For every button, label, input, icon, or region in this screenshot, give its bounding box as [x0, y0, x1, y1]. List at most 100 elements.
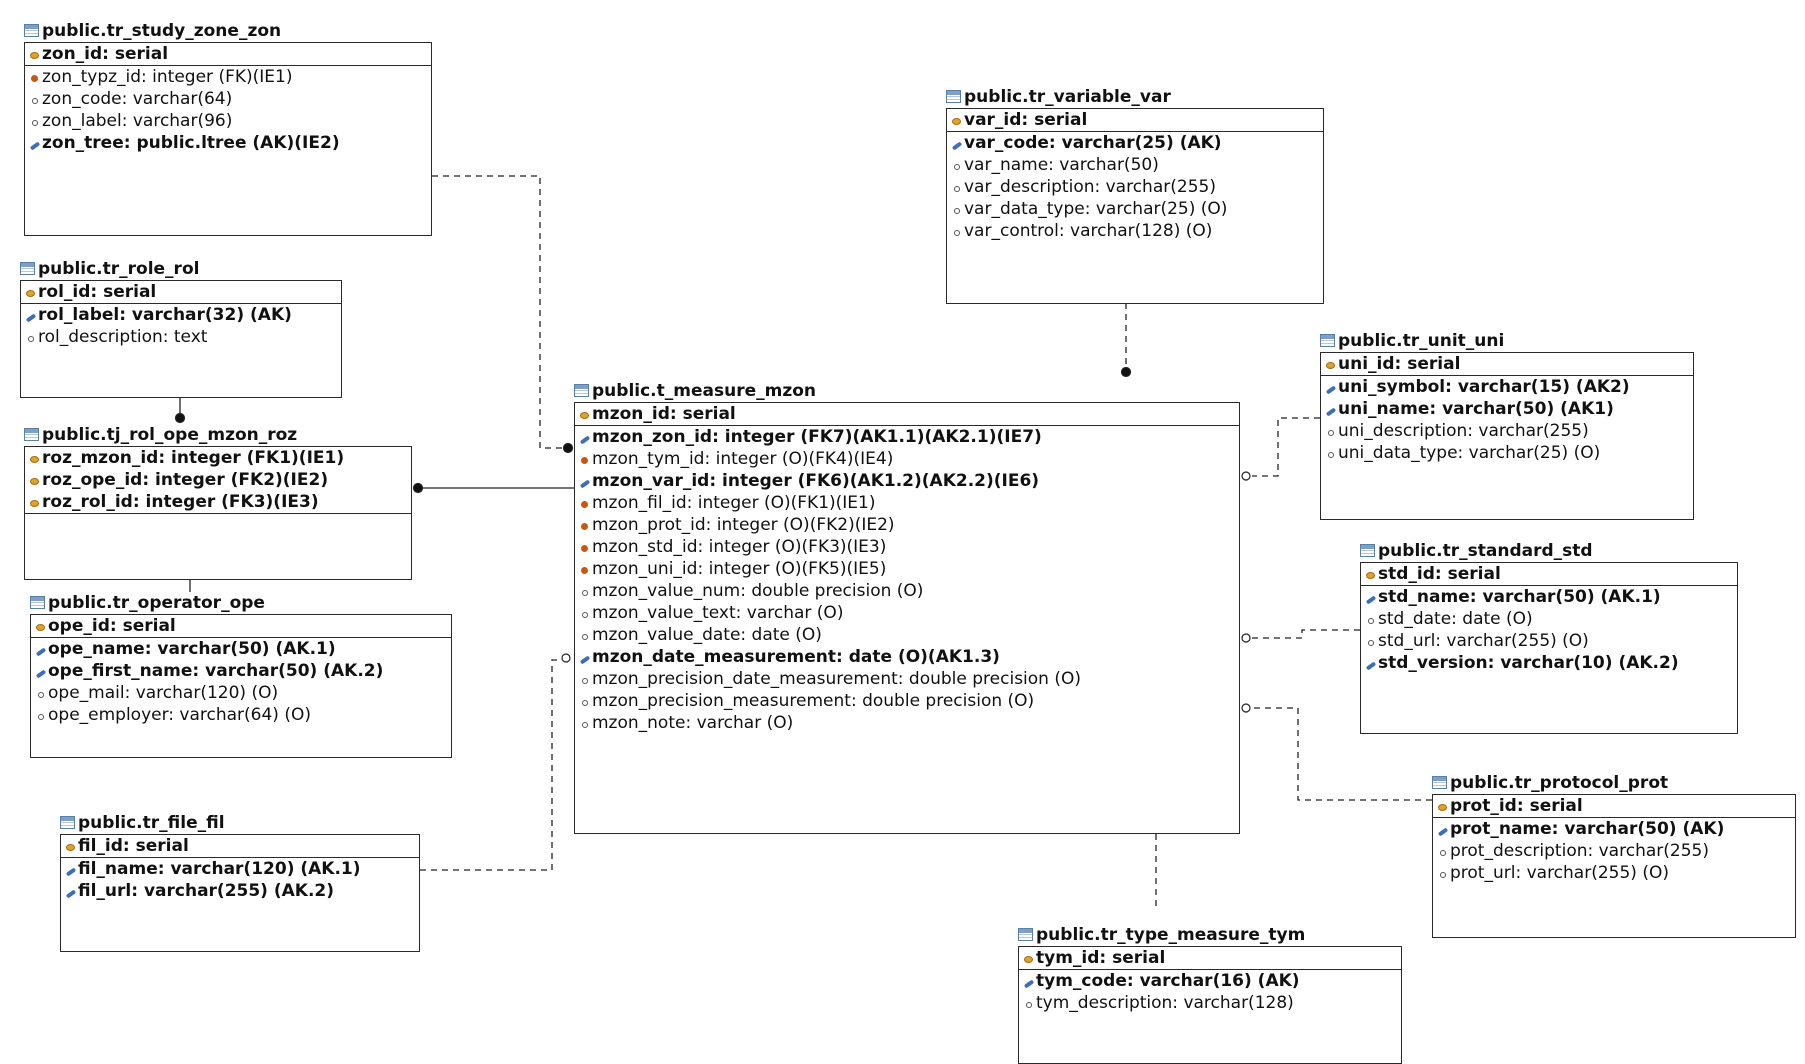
- column-row: rol_label: varchar(32) (AK): [21, 304, 341, 326]
- column-text: uni_data_type: varchar(25) (O): [1338, 443, 1601, 463]
- entity-title: public.tr_file_fil: [60, 812, 225, 834]
- column-text: ope_employer: varchar(64) (O): [48, 705, 311, 725]
- entity-title: public.tr_standard_std: [1360, 540, 1593, 562]
- column-text: roz_rol_id: integer (FK3)(IE3): [42, 492, 319, 512]
- column-text: prot_name: varchar(50) (AK): [1450, 819, 1725, 839]
- column-text: uni_name: varchar(50) (AK1): [1338, 399, 1614, 419]
- primary-key-text: zon_id: serial: [42, 44, 169, 64]
- column-row: zon_label: varchar(96): [25, 110, 431, 132]
- column-text: mzon_var_id: integer (FK6)(AK1.2)(AK2.2)…: [592, 471, 1040, 491]
- alternate-key-icon: [949, 132, 964, 154]
- alternate-key-icon: [23, 304, 38, 326]
- alternate-key-icon: [1323, 376, 1338, 398]
- alternate-key-icon: [33, 638, 48, 660]
- column-row: mzon_zon_id: integer (FK7)(AK1.1)(AK2.1)…: [575, 426, 1239, 448]
- column-row: mzon_note: varchar (O): [575, 712, 1239, 734]
- table-icon: [60, 816, 75, 829]
- entity-box: mzon_id: serial mzon_zon_id: integer (FK7…: [574, 402, 1240, 834]
- column-text: mzon_value_num: double precision (O): [592, 581, 924, 601]
- column-text: var_control: varchar(128) (O): [964, 221, 1213, 241]
- column-row: mzon_date_measurement: date (O)(AK1.3): [575, 646, 1239, 668]
- attribute-icon: [577, 624, 592, 646]
- column-row: uni_name: varchar(50) (AK1): [1321, 398, 1693, 420]
- relationship-fil-mzon: [420, 659, 562, 871]
- primary-key-section: roz_mzon_id: integer (FK1)(IE1)roz_ope_i…: [25, 447, 411, 514]
- column-row: var_code: varchar(25) (AK): [947, 132, 1323, 154]
- column-row: uni_symbol: varchar(15) (AK2): [1321, 376, 1693, 398]
- column-row: ope_name: varchar(50) (AK.1): [31, 638, 451, 660]
- entity-title-text: public.tr_file_fil: [78, 813, 225, 833]
- relationship-prot-mzon: [1252, 707, 1432, 801]
- column-text: var_name: varchar(50): [964, 155, 1159, 175]
- entity-title-text: public.tr_protocol_prot: [1450, 773, 1669, 793]
- column-text: mzon_zon_id: integer (FK7)(AK1.1)(AK2.1)…: [592, 427, 1042, 447]
- column-text: mzon_uni_id: integer (O)(FK5)(IE5): [592, 559, 887, 579]
- relationship-uni-mzon: [1252, 417, 1320, 477]
- primary-key-row: std_id: serial: [1361, 563, 1737, 586]
- table-icon: [574, 384, 589, 397]
- column-text: std_date: date (O): [1378, 609, 1533, 629]
- column-row: zon_typz_id: integer (FK)(IE1): [25, 66, 431, 88]
- attribute-icon: [27, 88, 42, 110]
- table-icon: [30, 596, 45, 609]
- cardinality-filled-dot: [1120, 366, 1132, 378]
- column-row: uni_data_type: varchar(25) (O): [1321, 442, 1693, 464]
- primary-key-icon: [63, 835, 78, 857]
- primary-key-row: tym_id: serial: [1019, 947, 1401, 970]
- column-text: prot_description: varchar(255): [1450, 841, 1709, 861]
- table-icon: [1360, 544, 1375, 557]
- column-row: ope_first_name: varchar(50) (AK.2): [31, 660, 451, 682]
- relationship-zon-mzon: [432, 175, 566, 449]
- column-text: ope_name: varchar(50) (AK.1): [48, 639, 336, 659]
- alternate-key-icon: [63, 880, 78, 902]
- table-icon: [24, 428, 39, 441]
- entity-title-text: public.tr_type_measure_tym: [1036, 925, 1306, 945]
- entity-title-text: public.tr_role_rol: [38, 259, 200, 279]
- column-text: fil_url: varchar(255) (AK.2): [78, 881, 335, 901]
- alternate-key-icon: [1363, 586, 1378, 608]
- attribute-icon: [1363, 630, 1378, 652]
- column-text: std_version: varchar(10) (AK.2): [1378, 653, 1679, 673]
- column-text: mzon_fil_id: integer (O)(FK1)(IE1): [592, 493, 876, 513]
- column-row: roz_rol_id: integer (FK3)(IE3): [25, 491, 411, 513]
- alternate-key-icon: [1363, 652, 1378, 674]
- entity-title: public.tr_study_zone_zon: [24, 20, 281, 42]
- primary-key-row: uni_id: serial: [1321, 353, 1693, 376]
- primary-foreign-key-icon: [27, 491, 42, 513]
- column-text: mzon_precision_date_measurement: double …: [592, 669, 1081, 689]
- column-text: mzon_prot_id: integer (O)(FK2)(IE2): [592, 515, 895, 535]
- attribute-icon: [1021, 992, 1036, 1014]
- primary-key-text: uni_id: serial: [1338, 354, 1461, 374]
- foreign-key-icon: [577, 492, 592, 514]
- relationship-std-mzon: [1252, 629, 1360, 639]
- cardinality-hollow-dot: [1241, 471, 1251, 481]
- column-text: fil_name: varchar(120) (AK.1): [78, 859, 361, 879]
- alternate-key-icon: [27, 132, 42, 154]
- cardinality-filled-dot: [174, 412, 186, 424]
- cardinality-hollow-dot: [1241, 703, 1251, 713]
- attribute-icon: [577, 668, 592, 690]
- alternate-key-icon: [1323, 398, 1338, 420]
- attribute-icon: [23, 326, 38, 348]
- alternate-foreign-key-icon: [577, 470, 592, 492]
- column-row: mzon_var_id: integer (FK6)(AK1.2)(AK2.2)…: [575, 470, 1239, 492]
- column-row: prot_url: varchar(255) (O): [1433, 862, 1795, 884]
- primary-key-text: mzon_id: serial: [592, 404, 736, 424]
- column-text: ope_first_name: varchar(50) (AK.2): [48, 661, 384, 681]
- column-row: roz_mzon_id: integer (FK1)(IE1): [25, 447, 411, 469]
- entity-title: public.tr_unit_uni: [1320, 330, 1504, 352]
